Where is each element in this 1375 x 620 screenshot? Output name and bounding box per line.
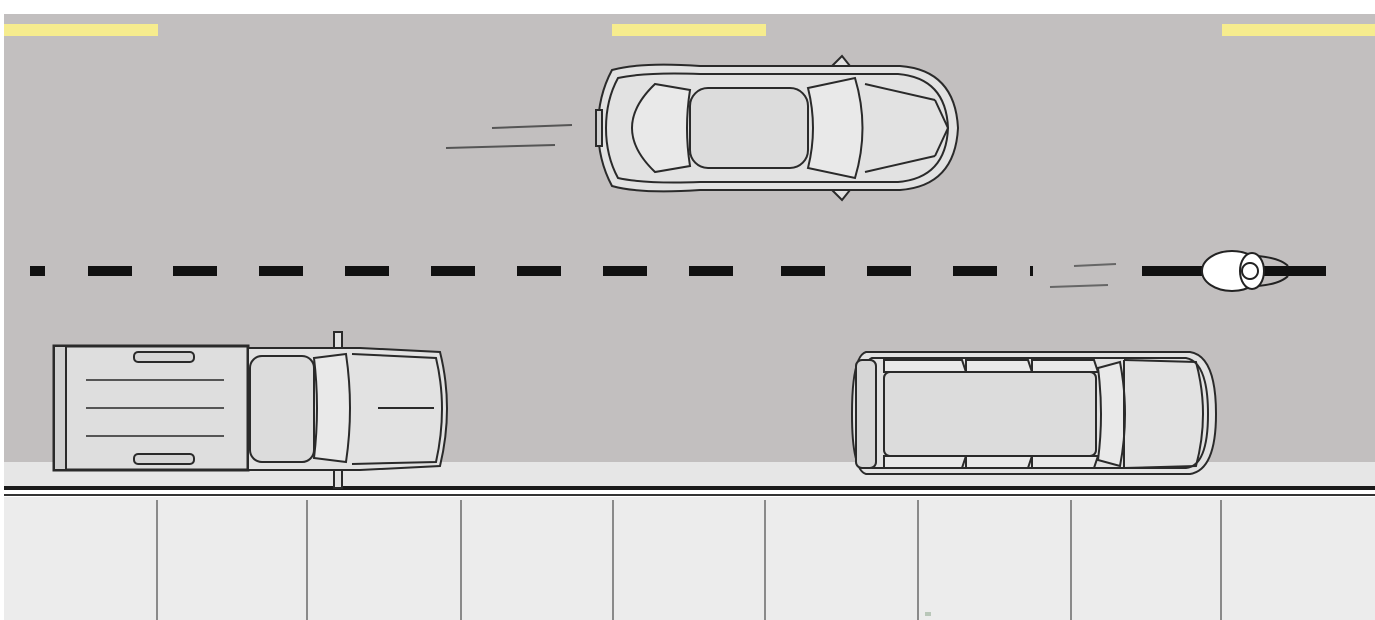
suv-windshield [1098, 362, 1125, 466]
rider-helmet [1242, 263, 1258, 279]
lane-dash [259, 266, 303, 276]
pickup-mirror [334, 470, 342, 488]
parked-pickup [54, 332, 447, 488]
suv-window [966, 360, 1032, 372]
pickup-cab-roof [250, 356, 314, 462]
lane-dash [603, 266, 647, 276]
pickup-tailgate [54, 346, 66, 470]
lane-dash [1030, 266, 1033, 276]
suv-window [966, 456, 1032, 468]
sedan-roof [690, 88, 808, 168]
pickup-wheel-well [134, 454, 194, 464]
lane-dash [431, 266, 475, 276]
lane-dash [689, 266, 733, 276]
lane-dash [781, 266, 825, 276]
pickup-wheel-well [134, 352, 194, 362]
sidewalk [4, 497, 1375, 620]
centerline-dash [1222, 24, 1375, 36]
centerline-dash [4, 24, 158, 36]
suv-window [1032, 360, 1098, 372]
parked-suv [852, 352, 1216, 474]
lane-dash [345, 266, 389, 276]
sedan-rear-bumper [596, 110, 602, 146]
lane-dash [867, 266, 911, 276]
sedan-windshield [808, 78, 863, 178]
lane-dash [1142, 266, 1200, 276]
suv-rear [856, 360, 876, 468]
lane-dash [173, 266, 217, 276]
suv-window [1032, 456, 1098, 468]
lane-dash [953, 266, 997, 276]
centerline-dash [612, 24, 766, 36]
lane-dash [517, 266, 561, 276]
curb-line-thin [4, 494, 1375, 496]
suv-roof [884, 372, 1096, 456]
sidewalk-mark [925, 612, 931, 616]
suv-window [884, 456, 966, 468]
pickup-windshield [314, 354, 350, 462]
pickup-mirror [334, 332, 342, 348]
lane-dash [30, 266, 45, 276]
lane-dash [88, 266, 132, 276]
curb-line [4, 486, 1375, 490]
suv-window [884, 360, 966, 372]
